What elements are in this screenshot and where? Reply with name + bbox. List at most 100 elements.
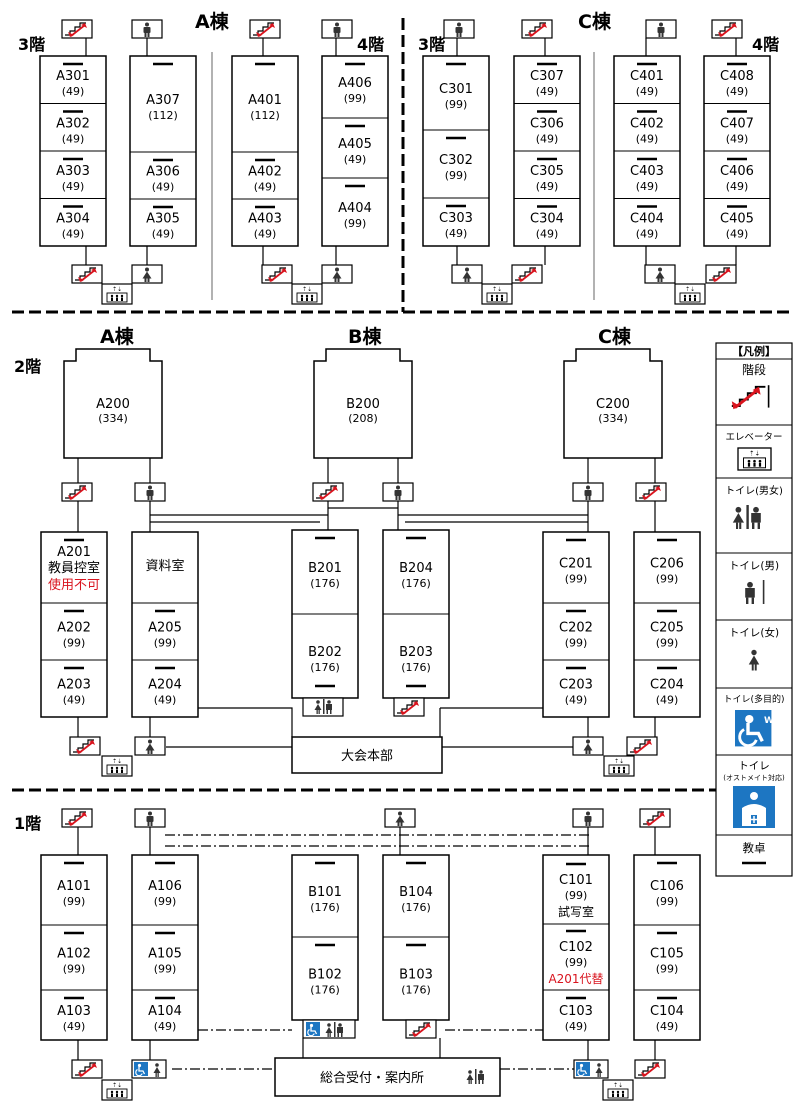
room-name: C307 — [530, 69, 564, 84]
legend-ostomate-label: トイレ — [738, 760, 770, 772]
room-name: B103 — [399, 968, 433, 983]
room-name: B201 — [308, 561, 342, 576]
floor-2-label: 2階 — [14, 357, 41, 376]
c3-left-wing — [422, 19, 513, 305]
a2-left-wing — [40, 531, 108, 718]
room-name: A403 — [248, 212, 282, 227]
room-c102-name: C102 — [559, 940, 593, 955]
room-c101-note: 試写室 — [558, 904, 594, 919]
mens-toilet-icon — [321, 19, 353, 39]
room-capacity: (49) — [636, 85, 659, 98]
wc-badge-icon: WC — [764, 716, 781, 726]
section-dividers — [12, 18, 792, 792]
room-name: A305 — [146, 212, 180, 227]
room-capacity: (99) — [656, 963, 679, 976]
stairs-icon — [521, 19, 553, 39]
stairs-icon — [61, 482, 93, 502]
mens-toilet-icon — [443, 19, 475, 39]
mens-toilet-icon — [572, 808, 604, 828]
legend-elevator-icon — [737, 447, 772, 471]
elevator-icon — [481, 283, 513, 305]
room-name: C304 — [530, 211, 564, 226]
c4-left-wing — [613, 19, 706, 305]
building-b-title-f2: B棟 — [348, 325, 382, 348]
room-name: C202 — [559, 621, 593, 636]
legend-title: 【凡例】 — [732, 344, 776, 358]
room-capacity: (176) — [310, 984, 340, 997]
room-name: A204 — [148, 678, 182, 693]
room-name: C106 — [650, 879, 684, 894]
c2-left-wing — [542, 531, 610, 718]
womens-toilet-icon — [321, 264, 353, 284]
room-capacity: (99) — [154, 895, 177, 908]
floor-4-label-c: 4階 — [752, 35, 779, 54]
room-name: A302 — [56, 116, 90, 131]
legend-podium-label: 教卓 — [743, 841, 766, 855]
floor-4-label-a: 4階 — [357, 35, 384, 54]
room-name: C203 — [559, 678, 593, 693]
room-name: A203 — [57, 678, 91, 693]
building-c-title-f2: C棟 — [598, 325, 632, 348]
legend-ostomate-sub: (オストメイト対応) — [723, 773, 785, 782]
womens-toilet-icon — [572, 736, 604, 756]
room-c101-name: C101 — [559, 873, 593, 888]
room-capacity: (49) — [565, 1020, 588, 1033]
c1-right-wing — [633, 854, 701, 1041]
womens-toilet-icon — [644, 264, 676, 284]
mens-toilet-icon — [382, 482, 414, 502]
room-capacity: (99) — [344, 92, 367, 105]
room-name: C301 — [439, 82, 473, 97]
floor-3-label-a: 3階 — [18, 35, 45, 54]
mens-toilet-icon — [131, 19, 163, 39]
room-capacity: (49) — [62, 227, 85, 240]
room-b200-capacity: (208) — [348, 412, 378, 425]
room-name: A106 — [148, 879, 182, 894]
stairs-icon — [405, 1019, 437, 1039]
mens-toilet-icon — [645, 19, 677, 39]
room-name: A303 — [56, 164, 90, 179]
legend-elevator-label: エレベーター — [725, 432, 782, 443]
womens-toilet-icon — [134, 736, 166, 756]
floor-1-label: 1階 — [14, 814, 41, 833]
room-name: C303 — [439, 211, 473, 226]
room-capacity: (49) — [254, 181, 277, 194]
multipurpose-toilet-icon — [133, 1061, 149, 1077]
a3-right-wing — [101, 19, 197, 305]
room-capacity: (49) — [726, 180, 749, 193]
room-capacity: (99) — [344, 217, 367, 230]
mens-toilet-icon — [572, 482, 604, 502]
room-capacity: (176) — [310, 577, 340, 590]
floor-3-label-c: 3階 — [418, 35, 445, 54]
room-capacity: (176) — [401, 901, 431, 914]
room-c200-outline — [563, 348, 663, 459]
room-capacity: (49) — [445, 227, 468, 240]
mens-toilet-icon — [134, 482, 166, 502]
room-capacity: (99) — [63, 895, 86, 908]
room-name: A103 — [57, 1004, 91, 1019]
room-name: A301 — [56, 69, 90, 84]
room-name: C302 — [439, 153, 473, 168]
stairs-icon — [71, 264, 103, 284]
room-capacity: (49) — [154, 1020, 177, 1033]
room-name: C408 — [720, 69, 754, 84]
room-name: A401 — [248, 93, 282, 108]
room-name: C402 — [630, 116, 664, 131]
room-capacity: (49) — [62, 180, 85, 193]
room-a201-subtitle: 教員控室 — [48, 560, 100, 576]
legend-toilet-m-label: トイレ(男) — [729, 560, 779, 572]
room-b200-name: B200 — [346, 397, 380, 412]
room-capacity: (49) — [565, 694, 588, 707]
elevator-icon — [291, 283, 323, 305]
room-capacity: (99) — [154, 637, 177, 650]
room-capacity: (49) — [63, 1020, 86, 1033]
legend-stairs-label: 階段 — [742, 362, 766, 377]
room-name: B104 — [399, 885, 433, 900]
room-name: A306 — [146, 165, 180, 180]
room-capacity: (49) — [254, 228, 277, 241]
legend-toilet-both-label: トイレ(男女) — [725, 484, 783, 497]
room-name: B202 — [308, 645, 342, 660]
room-name: A405 — [338, 137, 372, 152]
room-name: C205 — [650, 621, 684, 636]
c2-right-wing — [633, 531, 701, 718]
room-capacity: (49) — [656, 1020, 679, 1033]
